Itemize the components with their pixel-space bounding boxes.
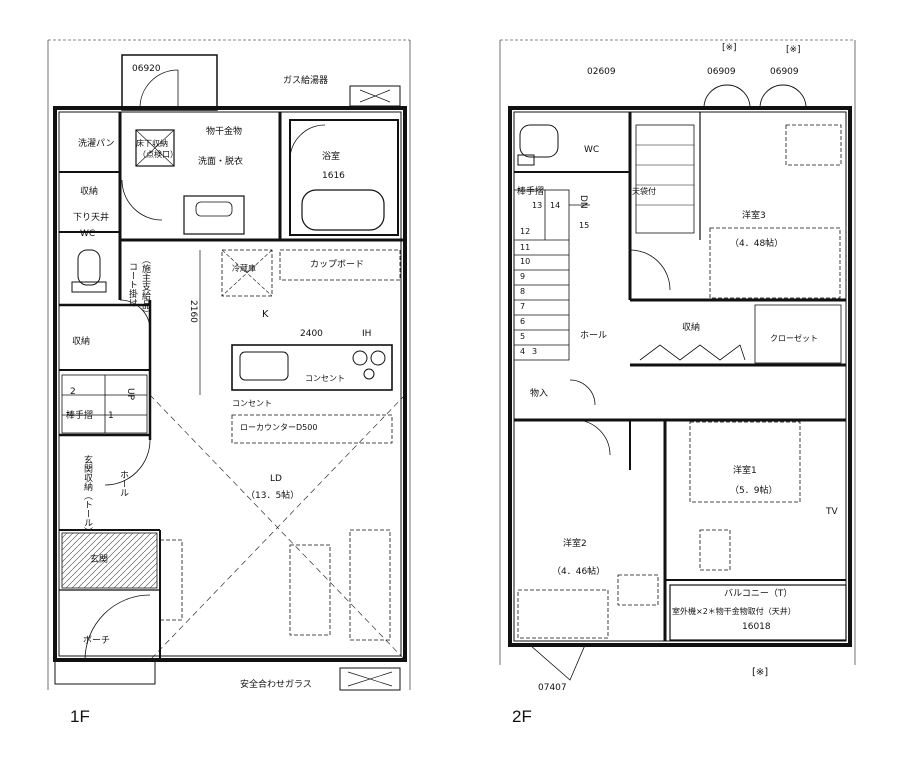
balcony-area [669,584,847,641]
second-floor-outer-wall [508,106,852,647]
stair-3: 3 [532,347,538,356]
coat-hanger-sub: （施主支給品） [140,255,150,318]
stairs-2f [513,189,590,361]
room1-label: 洋室1 [733,466,757,476]
mono-ire-label: 物入 [530,389,549,399]
stair-13: 13 [532,201,543,210]
up-label: UP [125,388,135,401]
room1-size-label: （5．9帖） [730,486,778,496]
stair-15: 15 [579,221,590,230]
window-mark-top-a: [※] [722,43,737,53]
low-counter [231,414,393,444]
stair-4: 4 [520,347,526,356]
wc-1f-label: WC [80,229,96,239]
toilet-1f [77,249,101,286]
storage-2f-label: 収納 [682,323,701,333]
outlet-b-label: コンセント [232,399,272,408]
laundry-pan-label: 洗濯パン [78,139,115,149]
hall-2f-label: ホール [580,331,608,341]
handrail-1f-label: 棒手摺 [66,411,94,421]
first-floor-plan [47,39,411,691]
stair-11: 11 [520,243,531,252]
stair-14: 14 [550,201,561,210]
kitchen-counter [231,344,393,391]
hanging-wall-label: 下り天井 [73,213,110,223]
room3-label: 洋室3 [742,211,766,221]
kitchen-label: K [262,309,269,320]
closet-a-label: 天袋付 [632,187,656,196]
storage-a-label: 収納 [80,187,99,197]
stair-number-2-1f: 2 [70,387,76,397]
window-code-02609: 02609 [587,67,616,77]
window-mark-top-b: [※] [786,45,801,55]
stair-9: 9 [520,272,526,281]
balcony-label: バルコニー（T） [724,589,793,599]
room3-size-label: （4．48帖） [730,239,784,249]
hall-1f-label: ホール [118,470,128,497]
floor-label-2f: 2F [512,707,532,726]
window-code-06909-a: 06909 [707,67,736,77]
tv-label: TV [826,507,838,517]
refrigerator-area [221,249,273,297]
window-code-1f-top: 06920 [132,64,161,74]
vanity-sink [183,195,245,235]
underfloor-storage-sub: （点検口） [138,150,178,159]
safety-glass-label: 安全合わせガラス [240,680,312,690]
handrail-2f-label: 棒手摺 [517,187,545,197]
coat-hanger-label: コート掛け [127,262,137,307]
entrance-floor [61,532,158,589]
porch-floor [54,659,156,685]
wc-2f-label: WC [584,145,600,155]
room2-label: 洋室2 [563,539,587,549]
dim-2400: 2400 [300,329,323,339]
ih-label: IH [362,329,372,339]
hall-storage-label: 玄関収納（トール） [82,455,92,536]
stair-10: 10 [520,257,531,266]
drying-rack-label: 物干金物 [206,127,243,137]
ld-size-label: （13．5帖） [246,491,300,501]
stair-8: 8 [520,287,526,296]
storage-b-label: 収納 [72,337,91,347]
stairs-1f [61,374,148,434]
window-mark-bottom: [※] [752,667,769,678]
stair-12: 12 [520,227,531,236]
underfloor-storage-label: 床下収納 [136,139,168,148]
window-code-bottom: 07407 [538,683,567,693]
balcony-note-label: 室外機×2＊物干金物取付（天井） [672,607,796,616]
entrance-label: 玄関 [90,555,109,565]
refrigerator-label: 冷蔵庫 [232,264,256,273]
dn-label: DN [578,195,588,209]
bathroom-label: 浴室 [322,152,341,162]
gas-heater-box [349,85,401,107]
low-counter-label: ローカウンターD500 [240,423,318,432]
stair-number-1-1f: 1 [108,411,114,421]
stair-5: 5 [520,332,526,341]
room2-size-label: （4．46帖） [552,567,606,577]
cupboard-label: カップボード [310,260,365,270]
balcony-code-label: 16018 [742,622,771,632]
porch-label: ポーチ [83,636,111,646]
floor-label-1f: 1F [70,707,90,726]
ld-label: LD [270,474,282,484]
outlet-a-label: コンセント [305,374,345,383]
bath-size-label: 1616 [322,171,345,181]
window-code-06909-b: 06909 [770,67,799,77]
first-floor-outer-wall [53,106,407,662]
dim-2160: 2160 [188,300,198,323]
bathtub [289,119,399,236]
washroom-label: 洗面・脱衣 [198,157,244,167]
stair-6: 6 [520,317,526,326]
stair-7: 7 [520,302,526,311]
closet-b-label: クローゼット [770,334,818,343]
cupboard-area [279,249,401,281]
underfloor-storage-box [135,129,175,167]
gas-heater-label: ガス給湯器 [283,76,329,86]
toilet-2f [519,124,559,158]
second-floor-plan [499,39,856,681]
